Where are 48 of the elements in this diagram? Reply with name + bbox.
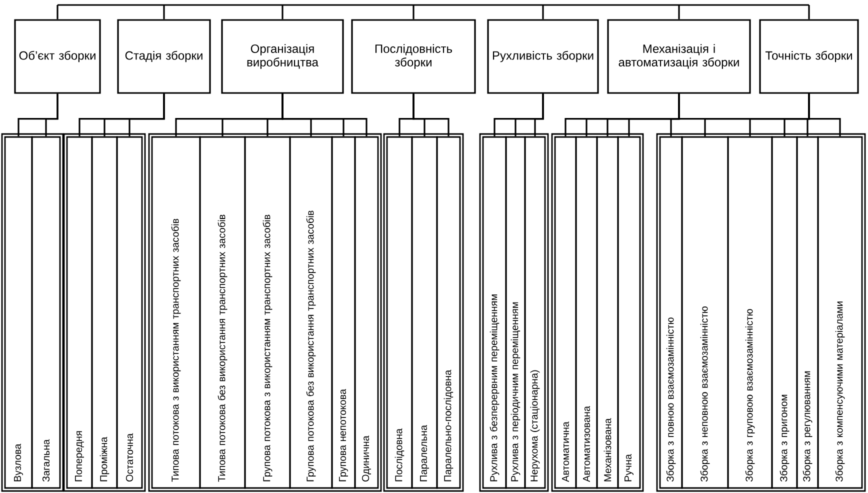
type-box: Зборка з груповою взаємозамінністю	[727, 136, 773, 489]
type-box: Типова потокова з використанням транспортних засобів	[151, 136, 201, 489]
connector-line	[412, 94, 450, 136]
connector-line	[808, 5, 810, 20]
category-box: Організація виробництва	[221, 19, 344, 94]
category-box: Механізація і автоматизація зборки	[607, 19, 751, 94]
connector-line	[678, 5, 680, 20]
type-box: Типова потокова без використання транспортних засобів	[199, 136, 246, 489]
type-box: Одинична	[354, 136, 379, 489]
category-box: Стадія зборки	[117, 19, 211, 94]
connector-line	[282, 94, 368, 136]
type-box: Послідовна	[386, 136, 413, 489]
connector-line	[45, 94, 58, 136]
type-box: Групова потокова з використанням транспортних засобів	[244, 136, 291, 489]
type-box: Зборка з пригоном	[771, 136, 798, 489]
type-box: Зборка з неповною взаємозамінністю	[681, 136, 729, 489]
connector-line	[542, 5, 544, 20]
type-box: Групова потокова без використання транспортних засобів	[289, 136, 333, 489]
type-box: Автоматична	[554, 136, 577, 489]
type-box: Зборка з повною взаємозамінністю	[659, 136, 683, 489]
type-box: Механізована	[596, 136, 619, 489]
type-box: Паралельна	[411, 136, 438, 489]
connector-line	[163, 5, 165, 20]
connector-line	[808, 94, 841, 136]
category-box: Послідовність зборки	[351, 19, 476, 94]
connector-line	[412, 5, 414, 20]
type-box: Остаточна	[116, 136, 143, 489]
connector-line	[628, 94, 680, 136]
type-box: Нерухома (стаціонарна)	[524, 136, 546, 489]
type-box: Рухлива з безперервним переміщенням	[482, 136, 507, 489]
connector-line	[534, 94, 544, 136]
type-box: Рухлива з періодичним переміщенням	[505, 136, 526, 489]
type-box: Групова непотокова	[331, 136, 356, 489]
category-box: Об’єкт зборки	[14, 19, 101, 94]
connector-line	[56, 5, 58, 20]
type-box: Автоматизована	[575, 136, 598, 489]
connector-line	[128, 94, 165, 136]
connector-line	[282, 5, 284, 20]
type-box: Паралельно-послідовна	[436, 136, 461, 489]
type-box: Попередня	[66, 136, 93, 489]
type-box: Проміжна	[91, 136, 118, 489]
type-box: Зборка з регулюванням	[796, 136, 819, 489]
type-box: Загальна	[31, 136, 61, 489]
type-box: Зборка з компенсуючими матеріалами	[817, 136, 863, 489]
category-box: Рухливість зборки	[487, 19, 599, 94]
category-box: Точність зборки	[759, 19, 859, 94]
type-box: Ручна	[617, 136, 641, 489]
type-box: Вузлова	[4, 136, 33, 489]
